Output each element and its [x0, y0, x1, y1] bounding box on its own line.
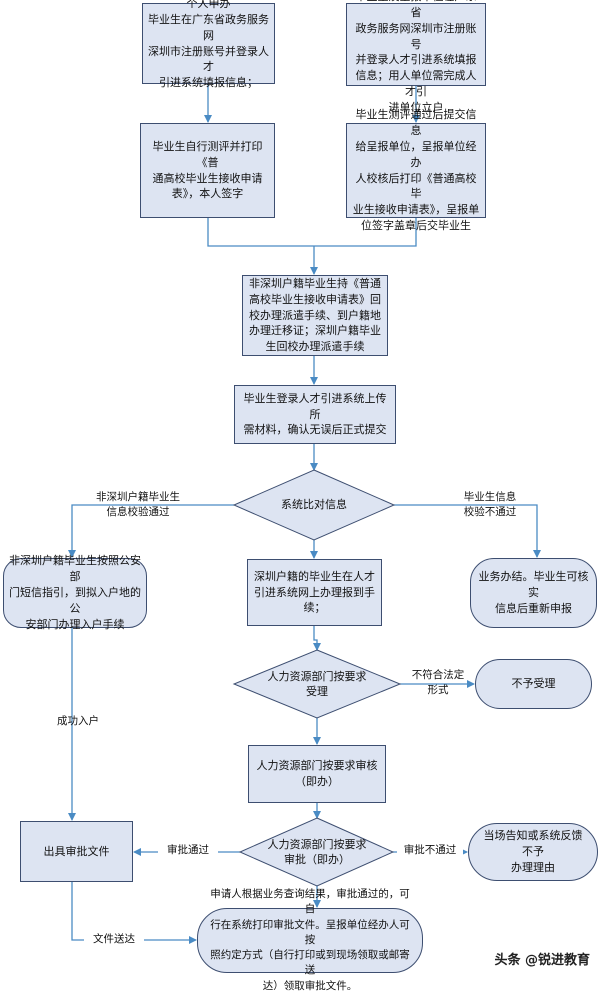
personal-apply-box: 个人申办 毕业生在广东省政务服务网 深圳市注册账号并登录人才 引进系统填报信息；	[142, 0, 275, 89]
not-legal-label: 不符合法定 形式	[411, 669, 465, 697]
upload-box: 毕业生登录人才引进系统上传所 需材料，确认无误后正式提交	[234, 385, 396, 444]
unit-apply-box: 单位申办 毕业生及呈报单位在广东省 政务服务网深圳市注册账号 并登录人才引进系统…	[346, 0, 486, 114]
success-label: 成功入户	[57, 715, 99, 727]
approve-decision-shape	[238, 817, 395, 887]
issue-document-box: 出具审批文件	[20, 821, 133, 882]
watermark: 头条 @锐进教育	[494, 953, 590, 968]
compare-label: 系统比对信息	[281, 498, 347, 512]
approve-label: 人力资源部门按要求 审批（即办）	[267, 837, 367, 866]
notify-box: 当场告知或系统反馈不予 办理理由	[468, 823, 598, 881]
unit-test-box: 毕业生测评通过后提交信息 给呈报单位，呈报单位经办 人校核后打印《普通高校毕 业…	[346, 108, 486, 232]
review-box: 人力资源部门按要求审核 （即办）	[248, 745, 386, 803]
police-procedure-box: 非深圳户籍毕业生按照公安部 门短信指引，到拟入户地的公 安部门办理入户手续	[3, 554, 147, 631]
approved-label: 审批通过	[158, 843, 218, 859]
dispatch-box: 非深圳户籍毕业生持《普通 高校毕业生接收申请表》回 校办理派遣手续、到户籍地 办…	[242, 275, 388, 356]
compare-decision-shape	[232, 469, 396, 541]
left-pass-label: 非深圳户籍毕业生 信息校验通过	[96, 491, 180, 519]
not-approved-label: 审批不通过	[397, 843, 463, 859]
deliver-label: 文件送达	[84, 932, 144, 948]
accept-label: 人力资源部门按要求 受理	[267, 669, 367, 698]
accept-decision-shape	[232, 649, 402, 719]
fail-end-box: 业务办结。毕业生可核实 信息后重新申报	[470, 558, 597, 628]
reject-box: 不予受理	[475, 659, 592, 709]
right-fail-label: 毕业生信息 校验不通过	[463, 491, 517, 519]
final-box: 申请人根据业务查询结果，审批通过的，可自 行在系统打印审批文件。呈报单位经办人可…	[197, 888, 423, 992]
self-test-box: 毕业生自行测评并打印《普 通高校毕业生接收申请 表》，本人签字	[140, 123, 275, 218]
sz-report-box: 深圳户籍的毕业生在人才 引进系统网上办理报到手 续；	[247, 559, 382, 626]
